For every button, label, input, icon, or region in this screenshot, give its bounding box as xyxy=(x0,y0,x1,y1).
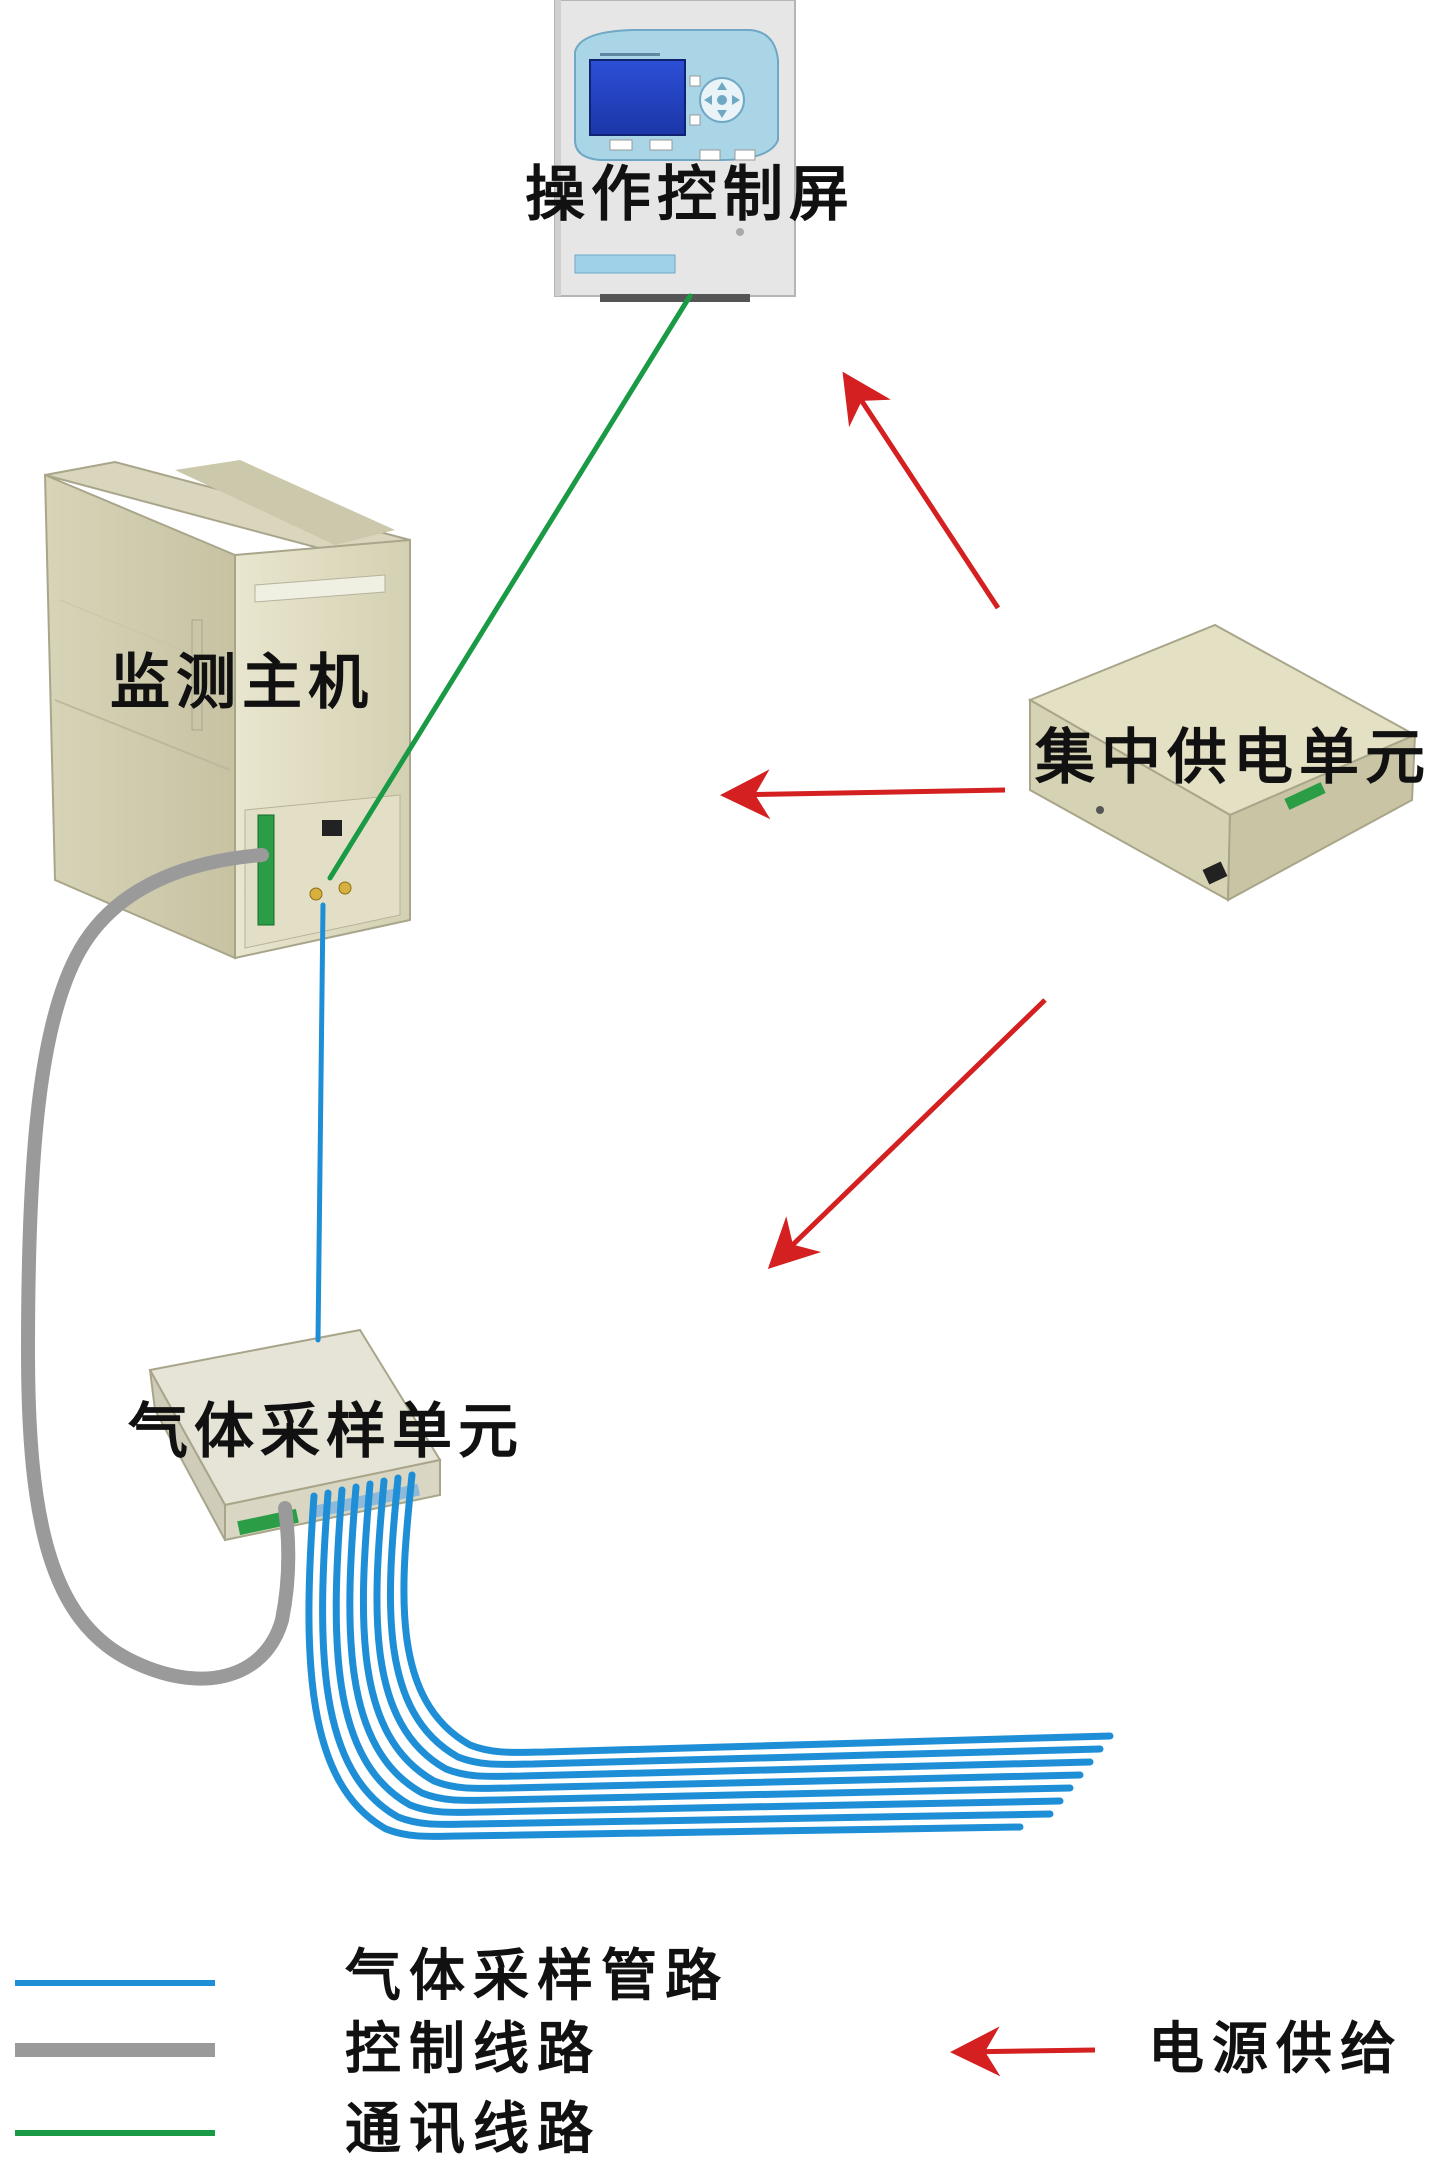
power-socket-icon xyxy=(322,820,342,836)
legend-power-supply-label: 电源供给 xyxy=(1148,2017,1404,2082)
control-screen-device xyxy=(554,0,796,302)
gas-sampling-pipes xyxy=(305,1471,1114,1840)
legend-gas-pipe-label: 气体采样管路 xyxy=(345,1944,729,2009)
comm-line-connection xyxy=(327,293,693,881)
terminal-block xyxy=(257,814,275,926)
power-arrow-to-control-screen xyxy=(842,371,1001,610)
power-arrow-to-sampling-unit xyxy=(767,998,1047,1269)
lcd-display xyxy=(589,59,686,136)
legend-power-arrow-swatch xyxy=(950,2026,1096,2077)
power-unit-device xyxy=(1027,623,1418,902)
monitor-host-device xyxy=(43,460,411,960)
sampling-unit-device xyxy=(148,1328,442,1542)
legend: 气体采样管路 控制线路 通讯线路 电源供给 xyxy=(15,1944,1404,2161)
control-screen-label: 操作控制屏 xyxy=(525,160,855,230)
legend-comm-line-label: 通讯线路 xyxy=(345,2097,601,2161)
gas-pipe-host-connection xyxy=(315,902,326,1343)
monitor-host-label: 监测主机 xyxy=(110,648,374,718)
navigation-pad-icon xyxy=(699,77,745,123)
legend-control-line-label: 控制线路 xyxy=(345,2017,601,2082)
sampling-unit-label: 气体采样单元 xyxy=(128,1397,524,1467)
power-arrow-to-monitor-host xyxy=(720,769,1006,820)
power-unit-label: 集中供电单元 xyxy=(1034,723,1431,793)
control-line-connection xyxy=(20,848,296,1686)
